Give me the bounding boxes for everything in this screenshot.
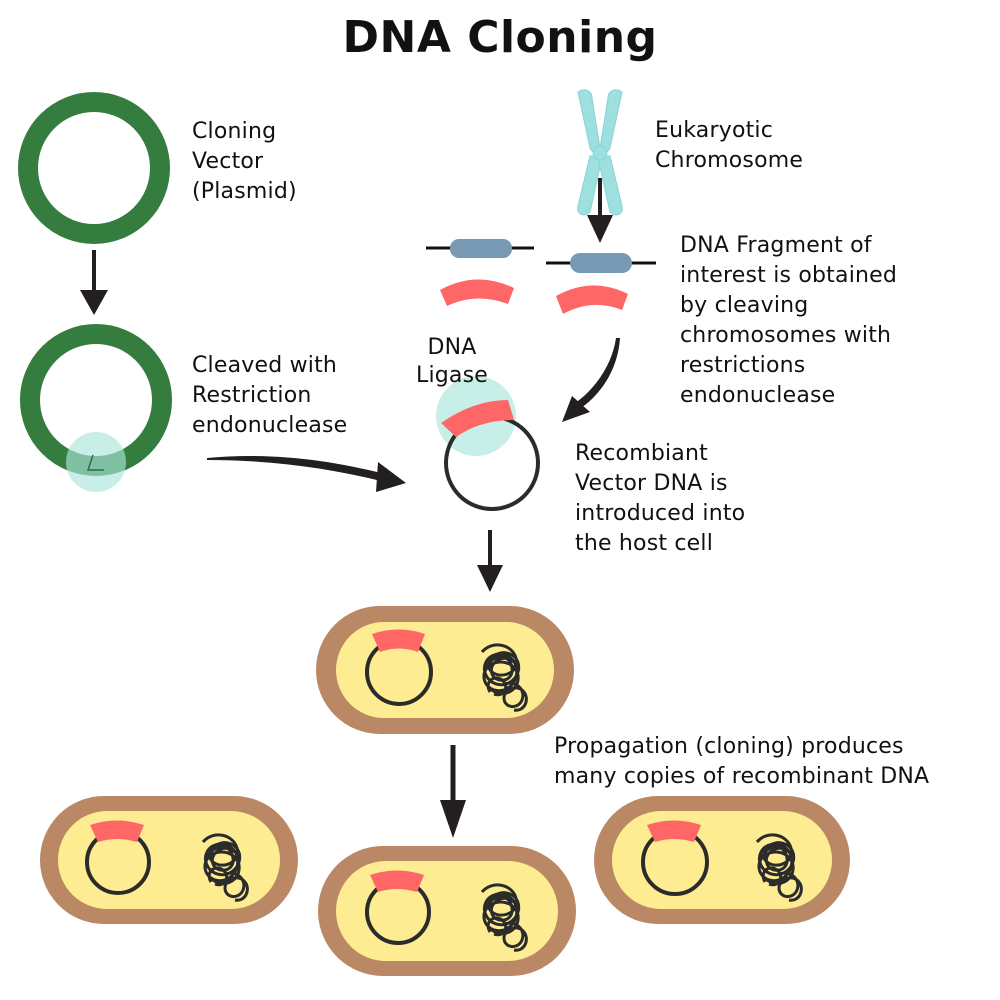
cleavage-site-highlight — [66, 432, 126, 492]
label-line: chromosomes with — [680, 323, 892, 348]
dna-fragment-right — [546, 253, 656, 273]
label-line: interest is obtained — [680, 263, 898, 288]
label-line: DNA — [427, 335, 477, 360]
insert-fragment-ligated — [441, 400, 514, 437]
curved-arrow-icon — [207, 455, 406, 492]
daughter-cell-center — [318, 846, 576, 976]
label-propagation: Propagation (cloning) produces many copi… — [554, 732, 929, 792]
cut-mark-icon — [86, 454, 104, 471]
label-line: Vector DNA is — [575, 471, 728, 496]
label-line: many copies of recombinant DNA — [554, 764, 930, 789]
daughter-cell-left — [40, 796, 298, 924]
label-line: Restriction — [192, 383, 312, 408]
plasmid-intact — [18, 92, 170, 244]
label-line: DNA Fragment of — [680, 233, 872, 258]
label-line: restrictions — [680, 353, 806, 378]
label-line: Recombiant — [575, 441, 708, 466]
daughter-cell-right — [594, 796, 850, 924]
label-line: by cleaving — [680, 293, 809, 318]
label-line: (Plasmid) — [192, 179, 297, 204]
label-line: Chromosome — [655, 148, 804, 173]
curved-arrow-icon — [562, 338, 620, 422]
label-dna-ligase: DNA Ligase — [416, 334, 488, 390]
insert-fragment-right — [556, 285, 628, 314]
label-line: Cloning — [192, 119, 277, 144]
label-line: Cleaved with — [192, 353, 338, 378]
label-line: Propagation (cloning) produces — [554, 734, 904, 759]
arrow-down-icon — [477, 530, 503, 592]
label-line: Ligase — [416, 363, 489, 388]
label-dna-fragment: DNA Fragment of interest is obtained by … — [680, 231, 897, 411]
label-eukaryotic-chromosome: Eukaryotic Chromosome — [655, 116, 803, 176]
label-line: Eukaryotic — [655, 118, 774, 143]
diagram-title: DNA Cloning — [342, 12, 658, 63]
label-line: Vector — [192, 149, 264, 174]
label-cloning-vector: Cloning Vector (Plasmid) — [192, 117, 297, 207]
label-recombinant: Recombiant Vector DNA is introduced into… — [575, 439, 745, 559]
label-line: endonuclease — [192, 413, 348, 438]
arrow-down-icon — [587, 178, 613, 243]
host-cell — [316, 606, 574, 734]
label-line: introduced into — [575, 501, 746, 526]
arrow-down-icon — [80, 250, 108, 315]
insert-fragment-left — [440, 279, 514, 306]
label-line: endonuclease — [680, 383, 836, 408]
label-cleaved: Cleaved with Restriction endonuclease — [192, 351, 347, 441]
label-line: the host cell — [575, 531, 714, 556]
chromosome-icon — [577, 89, 623, 216]
dna-fragment-left — [426, 239, 534, 258]
arrow-down-icon — [440, 745, 466, 838]
